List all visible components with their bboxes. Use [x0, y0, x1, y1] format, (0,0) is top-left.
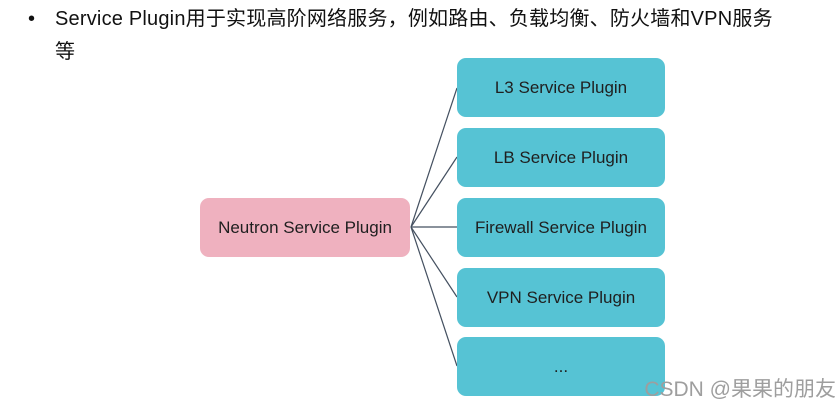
child-node-l3-service-plugin: L3 Service Plugin	[457, 58, 665, 117]
watermark: CSDN @果果的朋友	[644, 378, 836, 401]
bullet-marker: •	[28, 8, 36, 30]
connector-root-to-lb	[410, 156, 458, 228]
connector-root-to-more	[410, 226, 458, 367]
connector-root-to-l3	[410, 87, 458, 228]
root-node-neutron-service-plugin: Neutron Service Plugin	[200, 198, 410, 257]
child-node-firewall-service-plugin: Firewall Service Plugin	[457, 198, 665, 257]
child-node-vpn-service-plugin: VPN Service Plugin	[457, 268, 665, 327]
bullet-text-line2: 等	[55, 41, 75, 63]
child-node-ellipsis: ...	[457, 337, 665, 396]
bullet-text-line1: Service Plugin用于实现高阶网络服务，例如路由、负载均衡、防火墙和V…	[55, 8, 773, 30]
child-node-lb-service-plugin: LB Service Plugin	[457, 128, 665, 187]
connector-root-to-vpn	[410, 226, 458, 298]
